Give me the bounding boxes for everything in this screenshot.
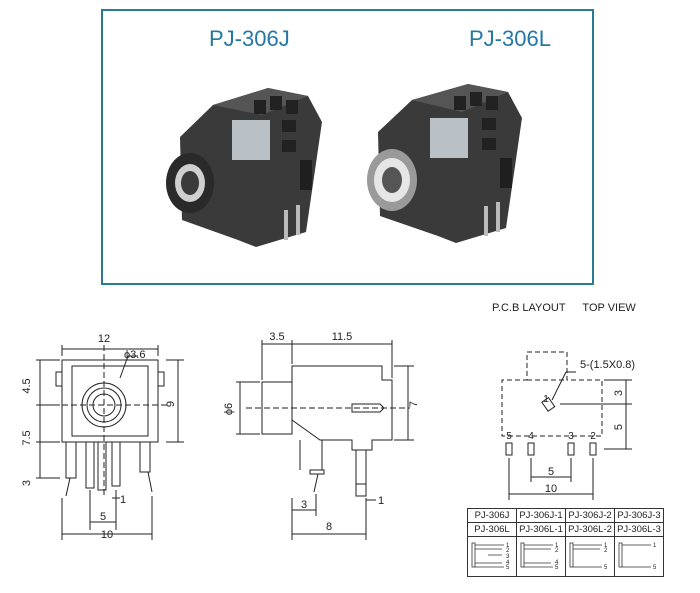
pcb-pin-label-2: 2 (590, 431, 596, 442)
svg-text:1: 1 (604, 543, 608, 549)
table-cell: PJ-306J-3 (614, 508, 664, 523)
svg-text:1: 1 (555, 543, 559, 549)
pcb-pad-callout: 5-(1.5X0.8) (580, 359, 635, 371)
front-dim-pin-span: 10 (101, 529, 113, 541)
front-dim-middle: 7.5 (21, 430, 33, 445)
front-dim-top: 4.5 (21, 378, 33, 393)
svg-text:2: 2 (555, 548, 559, 554)
table-cell: PJ-306L-1 (516, 522, 566, 537)
side-dim-front: 3.5 (269, 331, 284, 343)
pcb-pin-label-4: 4 (528, 431, 534, 442)
pcb-dim-5-vertical: 5 (613, 424, 625, 430)
table-cell: PJ-306J (467, 508, 517, 523)
side-dim-pin-offset: 3 (301, 499, 307, 511)
pin-config-table: PJ-306J PJ-306J-1 PJ-306J-2 PJ-306J-3 PJ… (467, 508, 664, 577)
left-product-title: PJ-306J (209, 26, 290, 51)
side-dim-body: 11.5 (332, 331, 353, 343)
svg-text:5: 5 (604, 565, 608, 571)
side-view-drawing (236, 340, 414, 540)
front-dim-width: 12 (98, 333, 110, 345)
svg-text:1: 1 (506, 543, 510, 549)
right-product-title: PJ-306L (469, 26, 551, 51)
pcb-pin-label-5: 5 (506, 431, 512, 442)
pcb-pin-label-3: 3 (568, 431, 574, 442)
front-view-drawing (36, 345, 184, 540)
table-cell: PJ-306L-3 (614, 522, 664, 537)
schematic-symbol: 12 5 (569, 542, 608, 571)
side-dim-height: 7 (408, 401, 420, 407)
jack-photo-left (166, 88, 322, 247)
pcb-dim-3: 3 (613, 390, 625, 396)
jack-photo-right (367, 84, 522, 243)
pcb-pin-label-1: 1 (543, 394, 549, 405)
pcb-heading: P.C.B LAYOUT TOP VIEW (492, 302, 650, 314)
svg-text:5: 5 (555, 565, 559, 571)
svg-text:4: 4 (555, 560, 559, 566)
pcb-layout-drawing (501, 351, 632, 500)
table-cell: PJ-306L-2 (565, 522, 615, 537)
svg-text:2: 2 (604, 548, 608, 554)
svg-text:5: 5 (506, 565, 510, 571)
pcb-heading-top-view: TOP VIEW (582, 302, 636, 314)
front-dim-pin-width: 1 (120, 494, 126, 506)
table-row: PJ-306J PJ-306J-1 PJ-306J-2 PJ-306J-3 (467, 508, 664, 523)
side-dim-length: 8 (326, 521, 332, 533)
table-row: PJ-306L PJ-306L-1 PJ-306L-2 PJ-306L-3 (467, 522, 664, 537)
svg-text:3: 3 (506, 554, 510, 560)
table-cell: PJ-306L (467, 522, 517, 537)
schematic-symbol: 15 (618, 542, 657, 571)
front-dim-pin-spacing: 5 (100, 511, 106, 523)
pcb-dim-10: 10 (545, 483, 557, 495)
svg-text:2: 2 (506, 548, 510, 554)
front-dim-hole-diameter: ϕ3.6 (124, 349, 145, 361)
table-cell: PJ-306J-1 (516, 508, 566, 523)
pcb-heading-layout: P.C.B LAYOUT (492, 302, 566, 314)
side-dim-barrel-diameter: ϕ6 (223, 403, 235, 415)
schematic-symbol: 12 45 (520, 542, 559, 571)
side-dim-pin-width: 1 (378, 495, 384, 507)
front-dim-lower: 3 (21, 480, 33, 486)
pcb-dim-5-horizontal: 5 (548, 466, 554, 478)
front-dim-height: 9 (165, 401, 177, 407)
svg-text:4: 4 (506, 560, 510, 566)
svg-text:5: 5 (653, 565, 657, 571)
table-cell: PJ-306J-2 (565, 508, 615, 523)
svg-text:1: 1 (653, 543, 657, 549)
